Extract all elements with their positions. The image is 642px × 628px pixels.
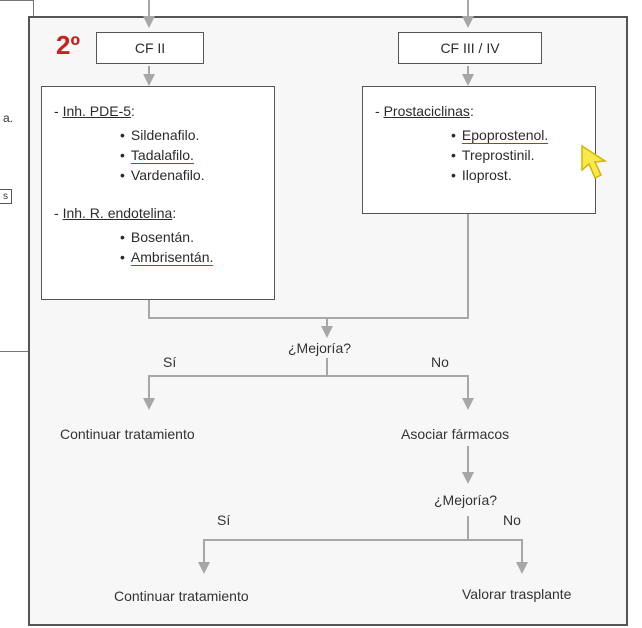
endothelin-title: Inh. R. endotelina	[62, 205, 173, 221]
cf-right-box: CF III / IV	[398, 32, 542, 64]
drug-item: Epoprostenol.	[451, 125, 549, 145]
cf-left-box: CF II	[96, 32, 204, 64]
decision2-yes: Sí	[217, 512, 231, 528]
connector-branch1	[148, 375, 469, 402]
pde5-list: Sildenafilo. Tadalafilo. Vardenafilo.	[52, 125, 205, 185]
prostacyclin-title: Prostaciclinas	[383, 103, 470, 119]
prostacyclin-group: - Prostaciclinas:	[375, 103, 474, 119]
left-panel-snippet: a.	[3, 111, 14, 125]
step-label: 2º	[56, 30, 80, 60]
drug-item: Sildenafilo.	[120, 125, 205, 145]
arrowhead	[462, 74, 474, 86]
arrowhead	[462, 398, 474, 410]
endothelin-group: - Inh. R. endotelina:	[54, 205, 177, 221]
decision1-question: ¿Mejoría?	[288, 340, 352, 356]
pde5-title: Inh. PDE-5	[62, 103, 132, 119]
arrowhead	[516, 562, 528, 574]
left-panel-snippet-box: s	[0, 189, 12, 204]
drug-item: Ambrisentán.	[120, 247, 214, 267]
connector-branch2	[203, 539, 523, 566]
pde5-group: - Inh. PDE-5:	[54, 103, 135, 119]
cf2-drug-box: - Inh. PDE-5: Sildenafilo. Tadalafilo. V…	[41, 86, 275, 300]
connector-merge	[148, 214, 469, 319]
endothelin-list: Bosentán. Ambrisentán.	[52, 227, 214, 267]
pointer-arrow-icon	[581, 144, 608, 180]
outcome-continue-2: Continuar tratamiento	[114, 588, 249, 604]
arrowhead	[143, 398, 155, 410]
outcome-add-drugs: Asociar fármacos	[401, 426, 510, 442]
outcome-transplant: Valorar trasplante	[462, 586, 572, 602]
arrowhead	[143, 74, 155, 86]
decision2-question: ¿Mejoría?	[434, 492, 498, 508]
drug-item: Iloprost.	[451, 165, 548, 185]
drug-item: Tadalafilo.	[120, 145, 205, 165]
cf3-4-drug-box: - Prostaciclinas: Epoprostenol. Treprost…	[362, 86, 596, 214]
arrowhead	[198, 562, 210, 574]
decision2-no: No	[503, 512, 521, 528]
arrowhead	[462, 472, 474, 484]
arrowhead	[462, 16, 474, 28]
arrowhead	[321, 326, 333, 338]
arrowhead	[143, 16, 155, 28]
drug-item: Vardenafilo.	[120, 165, 205, 185]
decision1-yes: Sí	[163, 354, 177, 370]
outcome-continue-1: Continuar tratamiento	[60, 426, 195, 442]
decision1-no: No	[431, 354, 449, 370]
drug-item: Treprostinil.	[451, 145, 548, 165]
drug-item: Bosentán.	[120, 227, 213, 247]
prostacyclin-list: Epoprostenol. Treprostinil. Iloprost.	[383, 125, 549, 185]
